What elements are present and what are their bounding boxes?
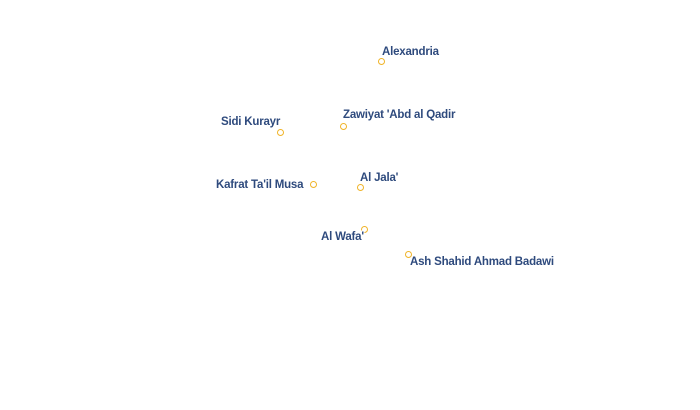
place-label-al-jala: Al Jala' — [360, 172, 399, 184]
place-label-al-wafa: Al Wafa' — [321, 231, 364, 243]
place-label-ash-shahid-ahmad-badawi: Ash Shahid Ahmad Badawi — [410, 256, 554, 268]
place-label-sidi-kurayr: Sidi Kurayr — [221, 116, 281, 128]
place-marker-icon[interactable] — [361, 226, 368, 233]
place-label-alexandria: Alexandria — [382, 46, 439, 58]
place-label-kafrat-tail-musa: Kafrat Ta'il Musa — [216, 179, 304, 191]
place-marker-icon[interactable] — [405, 251, 412, 258]
place-marker-icon[interactable] — [378, 58, 385, 65]
place-marker-icon[interactable] — [340, 123, 347, 130]
place-marker-icon[interactable] — [357, 184, 364, 191]
place-label-zawiyat-abd-al-qadir: Zawiyat 'Abd al Qadir — [343, 109, 456, 121]
place-marker-icon[interactable] — [310, 181, 317, 188]
place-marker-icon[interactable] — [277, 129, 284, 136]
